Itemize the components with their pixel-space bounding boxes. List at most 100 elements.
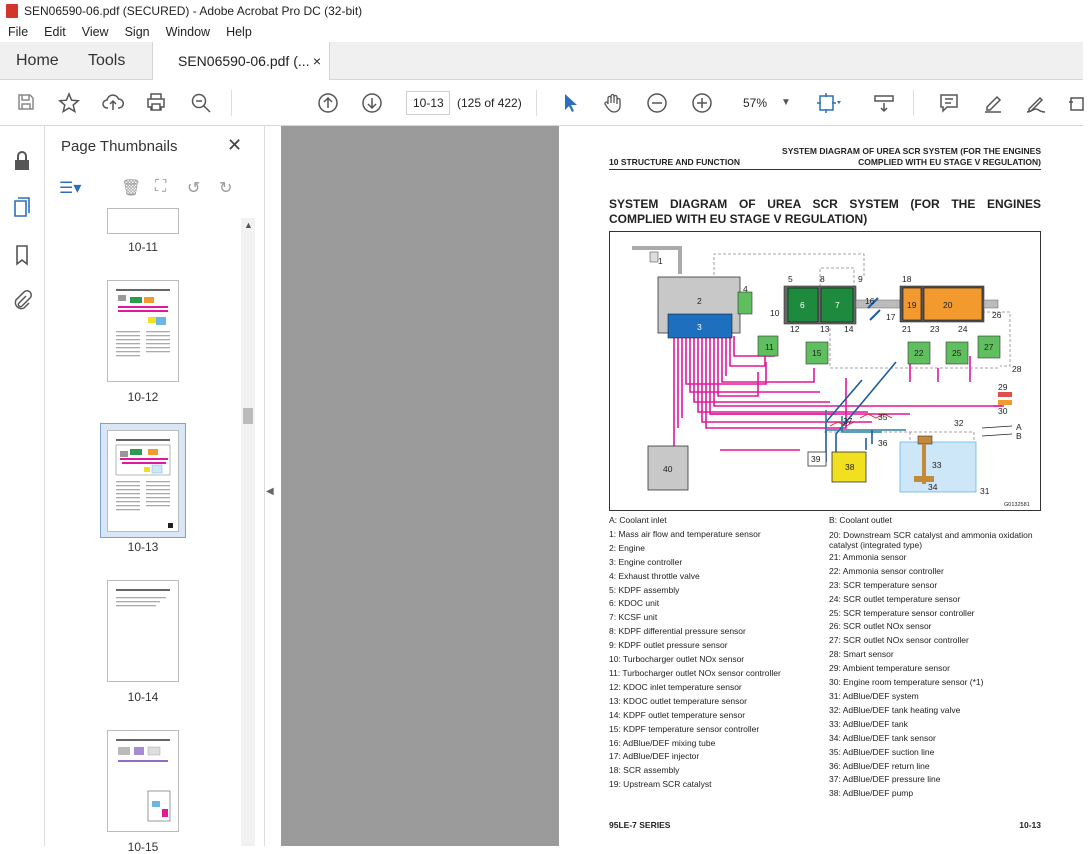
diagram-label-23: 23 bbox=[930, 324, 940, 334]
page-thumbnails-icon[interactable] bbox=[12, 196, 32, 217]
zoom-out-icon[interactable] bbox=[645, 92, 669, 114]
toolbar-separator bbox=[231, 90, 232, 116]
tab-tools[interactable]: Tools bbox=[88, 52, 126, 69]
close-tab-icon[interactable]: × bbox=[312, 53, 321, 69]
legend-item: 38: AdBlue/DEF pump bbox=[829, 788, 914, 799]
collapse-panel-icon[interactable]: ◀ bbox=[266, 486, 274, 497]
legend-item: 11: Turbocharger outlet NOx sensor contr… bbox=[609, 667, 781, 678]
thumbnail-list: 10-11 10-12 10-13 10-14 10-15 bbox=[45, 208, 241, 854]
document-viewer[interactable]: 10 STRUCTURE AND FUNCTION SYSTEM DIAGRAM… bbox=[281, 126, 1083, 846]
scroll-mode-icon[interactable] bbox=[872, 92, 896, 114]
legend-item: 14: KDPF outlet temperature sensor bbox=[609, 709, 746, 720]
diagram-label-2: 2 bbox=[697, 296, 702, 306]
diagram-label-27: 27 bbox=[984, 342, 994, 352]
lock-icon[interactable] bbox=[12, 150, 32, 170]
legend-item: 16: AdBlue/DEF mixing tube bbox=[609, 737, 716, 748]
menu-sign[interactable]: Sign bbox=[124, 25, 150, 39]
legend-item: B: Coolant outlet bbox=[829, 515, 892, 525]
diagram-label-21: 21 bbox=[902, 324, 912, 334]
panel-title: Page Thumbnails bbox=[61, 138, 178, 155]
menu-file[interactable]: File bbox=[8, 25, 29, 39]
thumbnail-toolbar: ☰▾ 🗑 ⛶ ↺ ↻ bbox=[59, 176, 249, 202]
menu-view[interactable]: View bbox=[81, 25, 109, 39]
diagram-label-35: 35 bbox=[878, 412, 888, 422]
bookmark-star-icon[interactable] bbox=[57, 92, 81, 114]
page-number-input[interactable]: 10-13 bbox=[406, 91, 450, 115]
bookmark-icon[interactable] bbox=[12, 244, 32, 266]
diagram-label-25: 25 bbox=[952, 348, 962, 358]
legend-item: 18: SCR assembly bbox=[609, 765, 680, 776]
legend-item: 24: SCR outlet temperature sensor bbox=[829, 593, 961, 604]
highlight-pen-icon[interactable] bbox=[981, 92, 1005, 114]
comment-icon[interactable] bbox=[937, 92, 961, 114]
next-page-icon[interactable] bbox=[360, 92, 384, 114]
legend-item: 6: KDOC unit bbox=[609, 598, 660, 609]
zoom-in-icon[interactable] bbox=[690, 92, 714, 114]
diagram-label-5: 5 bbox=[788, 274, 793, 284]
print-icon[interactable] bbox=[144, 92, 168, 114]
legend-item: 28: Smart sensor bbox=[829, 649, 894, 660]
delete-page-icon[interactable]: 🗑 bbox=[121, 180, 142, 197]
thumbnail-label: 10-11 bbox=[128, 240, 158, 254]
diagram-label-19: 19 bbox=[907, 300, 917, 310]
legend-item: 15: KDPF temperature sensor controller bbox=[609, 723, 760, 734]
extract-page-icon[interactable]: ⛶ bbox=[155, 178, 167, 195]
tab-home[interactable]: Home bbox=[16, 52, 59, 69]
thumbnail-page[interactable] bbox=[107, 280, 179, 382]
select-cursor-icon[interactable] bbox=[558, 92, 582, 114]
fit-page-icon[interactable] bbox=[816, 92, 841, 114]
zoom-dropdown-icon[interactable]: ▼ bbox=[781, 97, 791, 108]
thumbnail-options-icon[interactable]: ☰▾ bbox=[59, 180, 82, 197]
page-thumbnails-panel: Page Thumbnails ✕ ☰▾ 🗑 ⛶ ↺ ↻ 10-11 10-12… bbox=[45, 126, 265, 854]
menu-window[interactable]: Window bbox=[165, 25, 211, 39]
diagram-label-16: 16 bbox=[865, 296, 875, 306]
section-title: SYSTEM DIAGRAM OF UREA SCR SYSTEM (FOR T… bbox=[609, 197, 1041, 226]
thumbnail-page[interactable] bbox=[107, 208, 179, 234]
header-divider bbox=[609, 169, 1041, 170]
legend-item: 22: Ammonia sensor controller bbox=[829, 565, 944, 576]
scrollbar-thumb[interactable] bbox=[243, 408, 253, 424]
diagram-label-37: 37 bbox=[843, 416, 853, 426]
legend-item: 31: AdBlue/DEF system bbox=[829, 690, 919, 701]
diagram-label-17: 17 bbox=[886, 312, 896, 322]
legend-item: 33: AdBlue/DEF tank bbox=[829, 718, 908, 729]
legend-item: 7: KCSF unit bbox=[609, 612, 658, 623]
page-footer-right: 10-13 bbox=[1019, 820, 1041, 830]
diagram-code: G0132581 bbox=[1004, 502, 1030, 508]
thumbnail-page[interactable] bbox=[107, 580, 179, 682]
legend-item: 32: AdBlue/DEF tank heating valve bbox=[829, 704, 961, 715]
scroll-up-icon[interactable]: ▲ bbox=[244, 220, 253, 230]
previous-page-icon[interactable] bbox=[316, 92, 340, 114]
diagram-label-32: 32 bbox=[954, 418, 964, 428]
page-header-left: 10 STRUCTURE AND FUNCTION bbox=[609, 157, 740, 167]
legend-item: 37: AdBlue/DEF pressure line bbox=[829, 774, 941, 785]
sign-pen-icon[interactable] bbox=[1024, 92, 1048, 114]
thumbnail-page-selected[interactable] bbox=[107, 430, 179, 532]
rotate-left-icon[interactable]: ↺ bbox=[187, 180, 201, 197]
attachment-paperclip-icon[interactable] bbox=[12, 289, 32, 310]
diagram-label-15: 15 bbox=[812, 348, 822, 358]
tab-document[interactable]: SEN06590-06.pdf (... × bbox=[152, 42, 330, 81]
zoom-search-icon[interactable] bbox=[189, 92, 213, 114]
toolbar-separator bbox=[913, 90, 914, 116]
diagram-label-34: 34 bbox=[928, 482, 938, 492]
rotate-right-icon[interactable]: ↻ bbox=[219, 180, 233, 197]
legend-item: 9: KDPF outlet pressure sensor bbox=[609, 640, 728, 651]
close-panel-icon[interactable]: ✕ bbox=[227, 135, 243, 155]
diagram-label-31: 31 bbox=[980, 486, 990, 496]
menu-help[interactable]: Help bbox=[226, 25, 252, 39]
save-icon[interactable] bbox=[14, 92, 38, 114]
hand-tool-icon[interactable] bbox=[601, 92, 625, 114]
diagram-label-A: A bbox=[1016, 422, 1022, 432]
diagram-label-4: 4 bbox=[743, 284, 748, 294]
diagram-label-36: 36 bbox=[878, 438, 888, 448]
zoom-level[interactable]: 57% bbox=[743, 96, 768, 110]
more-tools-icon[interactable] bbox=[1064, 92, 1088, 114]
thumbnail-scrollbar[interactable]: ▲ bbox=[241, 218, 255, 846]
thumbnail-label: 10-14 bbox=[127, 690, 159, 704]
upload-cloud-icon[interactable] bbox=[101, 92, 125, 114]
thumbnail-page[interactable] bbox=[107, 730, 179, 832]
diagram-label-29: 29 bbox=[998, 382, 1008, 392]
legend-item: 13: KDOC outlet temperature sensor bbox=[609, 695, 747, 706]
menu-edit[interactable]: Edit bbox=[44, 25, 66, 39]
